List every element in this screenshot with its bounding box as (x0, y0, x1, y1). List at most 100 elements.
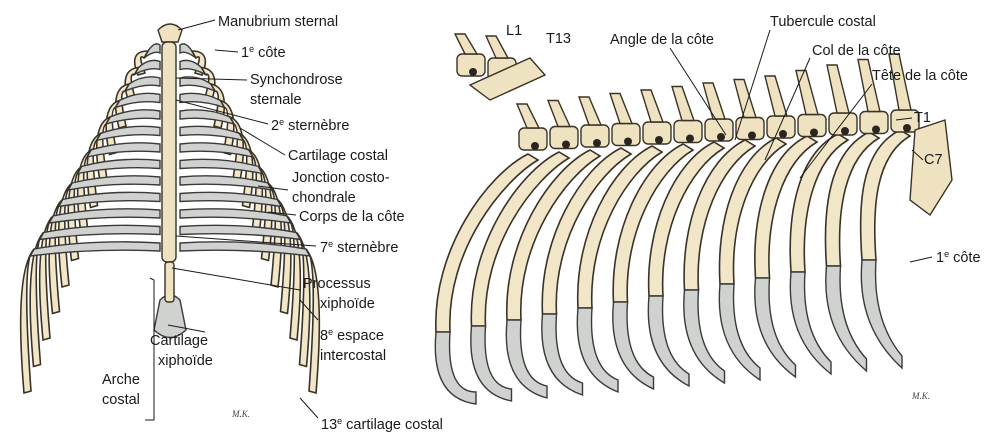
costal-cartilage (40, 225, 161, 239)
lateral-rib-cartilage (613, 302, 654, 389)
label-manubrium: Manubrium sternal (218, 14, 338, 30)
costal-cartilage (180, 110, 234, 124)
label-L1: L1 (506, 23, 522, 39)
costal-cartilage (106, 110, 160, 124)
label-arche-1: Arche (102, 372, 140, 388)
lateral-rib-cartilage (861, 260, 902, 368)
svg-text:sternale: sternale (250, 92, 302, 108)
svg-text:xiphoïde: xiphoïde (320, 296, 375, 312)
intervertebral-foramen (624, 138, 632, 146)
lateral-rib-cartilage (755, 278, 796, 377)
label-tubercule-costal: Tubercule costal (770, 14, 876, 30)
label-corps-cote: Corps de la côte (299, 209, 405, 225)
label-processus-2: xiphoïde (320, 296, 375, 312)
svg-text:Corps de la côte: Corps de la côte (299, 209, 405, 225)
svg-text:costal: costal (102, 392, 140, 408)
lateral-rib-cartilage (648, 296, 689, 386)
artist-signature-right: M.K. (911, 391, 930, 401)
lateral-rib-bone (861, 130, 910, 260)
svg-text:T1: T1 (914, 110, 931, 126)
label-synchondrose-2: sternale (250, 92, 302, 108)
label-cart-xiph-1: Cartilage (150, 333, 208, 349)
spinous-process (672, 87, 694, 121)
costal-cartilage (180, 209, 291, 223)
svg-text:Angle de la côte: Angle de la côte (610, 32, 714, 48)
intervertebral-foramen (779, 130, 787, 138)
label-first-rib: 1e côte (241, 44, 286, 61)
lateral-rib-cartilage (790, 272, 831, 374)
intervertebral-foramen (562, 141, 570, 149)
svg-text:Tête de la côte: Tête de la côte (872, 68, 968, 84)
spinous-process (579, 97, 601, 125)
spinous-process (796, 71, 818, 115)
label-angle-cote: Angle de la côte (610, 32, 714, 48)
svg-text:Jonction costo-: Jonction costo- (292, 170, 390, 186)
label-synchondrose-1: Synchondrose (250, 72, 343, 88)
intervertebral-foramen (717, 133, 725, 141)
label-jonction-2: chondrale (292, 190, 356, 206)
label-espace-2: intercostal (320, 348, 386, 364)
intervertebral-foramen (686, 135, 694, 143)
lateral-rib-cartilage (542, 314, 583, 395)
lateral-rib-cartilage (506, 320, 547, 398)
svg-text:Synchondrose: Synchondrose (250, 72, 343, 88)
svg-text:xiphoïde: xiphoïde (158, 353, 213, 369)
lateral-rib-set (435, 130, 910, 404)
svg-text:C7: C7 (924, 152, 943, 168)
label-T13: T13 (546, 31, 571, 47)
lateral-rib-cartilage (471, 326, 512, 401)
spinous-process (486, 36, 508, 58)
label-C7: C7 (924, 152, 943, 168)
svg-text:Col de la côte: Col de la côte (812, 43, 901, 59)
label-cartilage-13: 13e cartilage costal (321, 416, 443, 433)
label-tete-cote: Tête de la côte (872, 68, 968, 84)
svg-text:Manubrium sternal: Manubrium sternal (218, 14, 338, 30)
intervertebral-foramen (531, 142, 539, 150)
spinous-process (548, 101, 570, 127)
label-first-rib-lateral: 1e côte (936, 249, 981, 266)
lateral-rib-cartilage (577, 308, 618, 392)
label-processus-1: Processus (303, 276, 371, 292)
costal-cartilage (49, 209, 160, 223)
lateral-thorax-illustration (435, 34, 952, 404)
svg-text:intercostal: intercostal (320, 348, 386, 364)
svg-text:Processus: Processus (303, 276, 371, 292)
label-T1: T1 (914, 110, 931, 126)
intervertebral-foramen (841, 127, 849, 135)
lateral-rib-cartilage (719, 284, 760, 380)
svg-text:L1: L1 (506, 23, 522, 39)
svg-text:T13: T13 (546, 31, 571, 47)
label-sternebre-2: 2e sternèbre (271, 117, 349, 134)
spinous-process (641, 90, 663, 122)
intervertebral-foramen (469, 68, 477, 76)
svg-text:chondrale: chondrale (292, 190, 356, 206)
label-sternebre-7: 7e sternèbre (320, 239, 398, 256)
spinous-process (827, 65, 849, 113)
intervertebral-foramen (903, 124, 911, 132)
svg-text:Arche: Arche (102, 372, 140, 388)
label-arche-2: costal (102, 392, 140, 408)
lateral-rib-cartilage (684, 290, 725, 383)
spinous-process (765, 76, 787, 116)
svg-text:Tubercule costal: Tubercule costal (770, 14, 876, 30)
label-col-cote: Col de la côte (812, 43, 901, 59)
label-jonction-1: Jonction costo- (292, 170, 390, 186)
lateral-rib-cartilage (435, 332, 476, 404)
intervertebral-foramen (810, 129, 818, 137)
lateral-rib-cartilage (826, 266, 867, 371)
intervertebral-foramen (593, 139, 601, 147)
spinous-process (610, 94, 632, 124)
svg-text:Cartilage: Cartilage (150, 333, 208, 349)
svg-text:M.K.: M.K. (231, 409, 250, 419)
svg-text:M.K.: M.K. (911, 391, 930, 401)
artist-signature-left: M.K. (231, 409, 250, 419)
intervertebral-foramen (748, 132, 756, 140)
label-espace-intercostal: 8e espace (320, 327, 384, 344)
intervertebral-foramen (872, 126, 880, 134)
intervertebral-foramen (655, 136, 663, 144)
spinous-process (517, 104, 539, 128)
label-cart-xiph-2: xiphoïde (158, 353, 213, 369)
svg-text:Cartilage costal: Cartilage costal (288, 148, 388, 164)
spinous-process (455, 34, 477, 54)
